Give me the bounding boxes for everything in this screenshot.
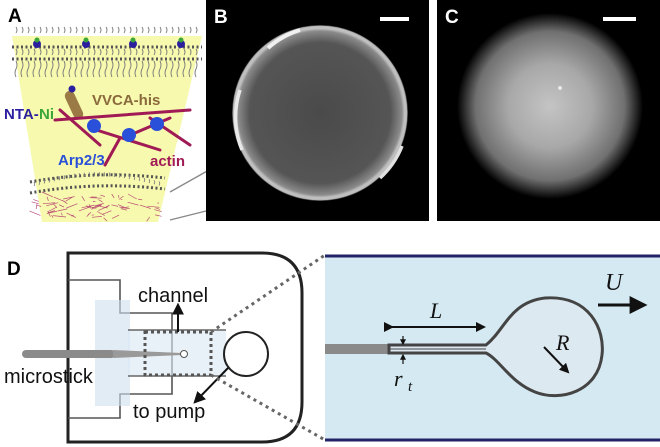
- flow-velocity-symbol: U: [605, 270, 624, 296]
- scale-bar-glyph: [380, 17, 409, 21]
- scale-bar-glyph: [603, 17, 636, 21]
- panel-c-letter: C: [445, 7, 459, 28]
- microstick-label: microstick: [4, 366, 94, 388]
- panel-b: B: [206, 0, 429, 221]
- vvca-his-glyph: [64, 90, 84, 120]
- arp23-label: Arp2/3: [58, 152, 105, 169]
- length-symbol: L: [429, 298, 442, 323]
- bottom-lipid-bilayer: [29, 171, 166, 195]
- panel-a-letter: A: [8, 6, 22, 27]
- panel-b-letter: B: [214, 7, 228, 28]
- vesicle-filled: [457, 13, 643, 199]
- panel-d-device: D channel microstick to pump: [4, 251, 326, 444]
- panel-c: C: [437, 0, 660, 221]
- actin-mesh: [29, 191, 162, 222]
- vesicle-shell: [232, 25, 408, 201]
- panel-d-channel-zoom: L r t R U: [325, 254, 660, 442]
- top-lipid-bilayer: [12, 26, 202, 78]
- channel-label: channel: [138, 285, 208, 307]
- funnel-region: [12, 36, 202, 222]
- vvca-label: VVCA-his: [92, 92, 160, 109]
- tethered-vesicle: [387, 296, 604, 398]
- pump-port: [223, 331, 269, 377]
- microstick: [22, 350, 115, 358]
- tether-radius-subscript: t: [408, 379, 413, 395]
- nta-label: NTA-: [4, 106, 39, 123]
- micropipette: [325, 344, 389, 354]
- actin-label: actin: [150, 153, 185, 170]
- panel-a: NTA- Ni VVCA-his Arp2/3 actin A: [4, 6, 271, 222]
- ni-label: Ni: [39, 106, 54, 123]
- to-pump-label: to pump: [133, 401, 205, 423]
- vesicle-radius-symbol: R: [555, 330, 570, 355]
- chamber-outline: [66, 251, 304, 444]
- panel-d-letter: D: [7, 259, 21, 280]
- arp23-complex-glyph: [87, 117, 164, 142]
- tether-radius-symbol: r: [394, 366, 403, 391]
- nta-ni-lipid-heads: [33, 37, 185, 48]
